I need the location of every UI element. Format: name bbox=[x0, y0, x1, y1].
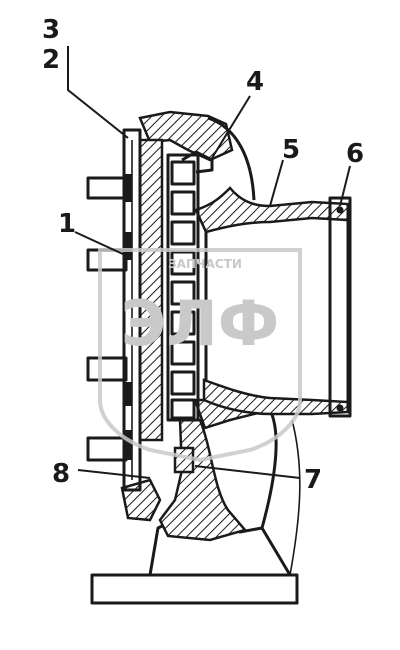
leader-1 bbox=[74, 231, 126, 256]
impeller-stack bbox=[166, 150, 214, 474]
leader-2 bbox=[67, 60, 129, 139]
watermark-brand: ЭЛФ bbox=[121, 287, 279, 360]
callout-2: 2 bbox=[42, 45, 60, 75]
callout-8: 8 bbox=[52, 459, 70, 489]
leader-6 bbox=[339, 165, 351, 207]
callout-7: 7 bbox=[304, 465, 322, 495]
outlet-pipe bbox=[194, 186, 352, 418]
stud-bolts bbox=[86, 174, 132, 462]
callout-3: 3 bbox=[42, 15, 60, 45]
pump-housing bbox=[120, 110, 266, 542]
callout-1: 1 bbox=[58, 209, 76, 239]
callout-labels: 3 2 4 5 6 1 8 7 bbox=[42, 15, 364, 495]
watermark-tagline: ЗАПЧАСТИ bbox=[168, 257, 242, 271]
callout-4: 4 bbox=[246, 67, 264, 97]
leader-5 bbox=[269, 159, 284, 207]
leader-8 bbox=[77, 469, 151, 479]
stud-bolt bbox=[86, 430, 132, 462]
impeller-blades bbox=[170, 160, 196, 420]
callout-6: 6 bbox=[346, 139, 364, 169]
leader-lines bbox=[67, 46, 351, 479]
watermark-logo: ЗАПЧАСТИ ЭЛФ bbox=[98, 248, 302, 463]
stud-bolt bbox=[86, 356, 132, 406]
leader-4 bbox=[211, 95, 251, 159]
stud-bolt bbox=[86, 174, 132, 202]
callout-5: 5 bbox=[282, 135, 300, 165]
leader-7 bbox=[194, 465, 301, 479]
base-plate bbox=[90, 573, 299, 605]
